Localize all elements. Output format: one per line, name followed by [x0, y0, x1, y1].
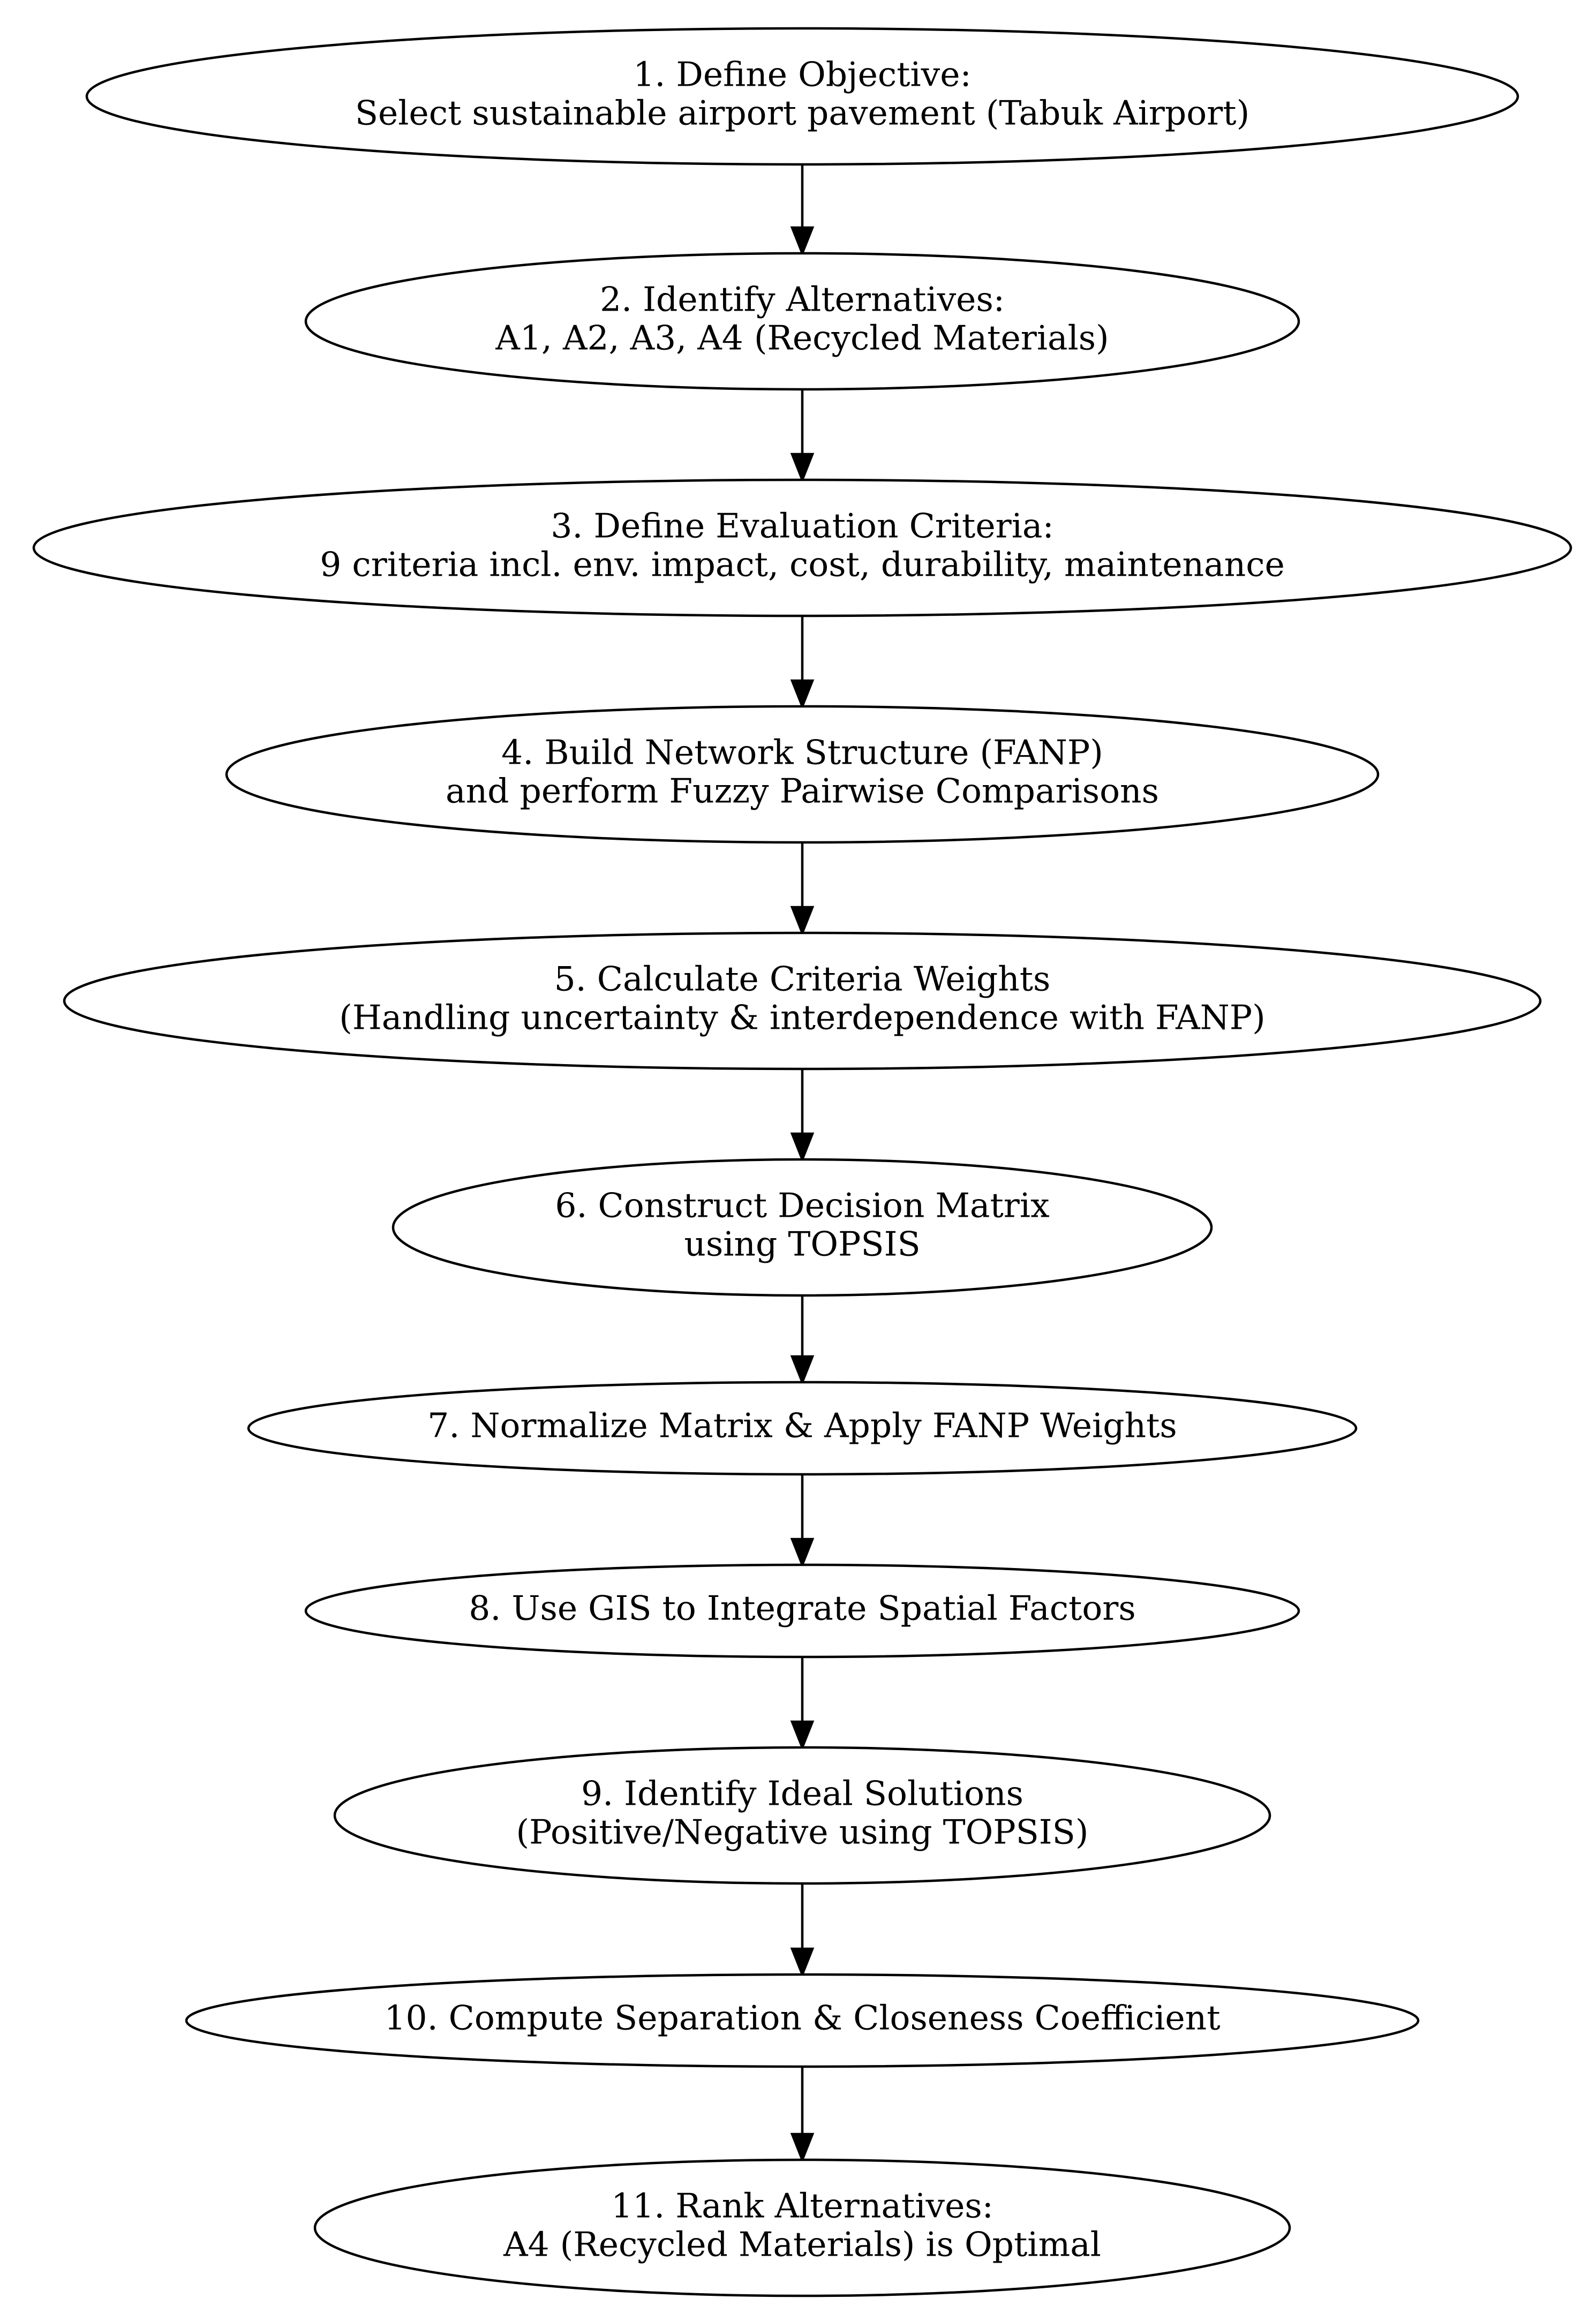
flow-node-10: 10. Compute Separation & Closeness Coeff…: [185, 1973, 1420, 2068]
flow-arrow-7: [790, 1474, 815, 1569]
flow-node-7-line-1: 7. Normalize Matrix & Apply FANP Weights: [427, 1406, 1177, 1445]
flow-node-11: 11. Rank Alternatives:A4 (Recycled Mater…: [313, 2158, 1291, 2297]
flow-node-11-ellipse: [313, 2158, 1291, 2297]
flow-arrow-10-head: [790, 2132, 815, 2164]
flow-arrow-8-head: [790, 1720, 815, 1751]
flow-node-5-ellipse: [63, 931, 1542, 1071]
flow-arrow-1-head: [790, 226, 815, 257]
flow-node-4-ellipse: [225, 705, 1380, 844]
flow-node-2-ellipse: [304, 252, 1300, 391]
flow-node-4-line-2: and perform Fuzzy Pairwise Comparisons: [446, 772, 1159, 811]
flow-node-1-line-2: Select sustainable airport pavement (Tab…: [355, 94, 1249, 133]
flow-arrow-10: [790, 2067, 815, 2164]
flow-node-5: 5. Calculate Criteria Weights(Handling u…: [63, 931, 1542, 1071]
flow-arrow-9: [790, 1883, 815, 1978]
flow-arrow-6-head: [790, 1355, 815, 1386]
flow-node-7: 7. Normalize Matrix & Apply FANP Weights: [247, 1381, 1358, 1476]
flow-node-6-line-2: using TOPSIS: [684, 1225, 920, 1264]
flow-node-8-ellipse: [304, 1563, 1300, 1659]
flow-arrow-9-head: [790, 1947, 815, 1978]
flow-node-1: 1. Define Objective:Select sustainable a…: [85, 27, 1519, 166]
flow-arrow-3: [790, 616, 815, 710]
flow-node-3-line-1: 3. Define Evaluation Criteria:: [551, 507, 1053, 546]
flow-node-1-line-1: 1. Define Objective:: [633, 55, 971, 94]
flow-node-10-line-1: 10. Compute Separation & Closeness Coeff…: [384, 1999, 1220, 2038]
flow-node-7-ellipse: [247, 1381, 1358, 1476]
flow-node-11-line-1: 11. Rank Alternatives:: [611, 2187, 993, 2226]
flow-node-3-line-2: 9 criteria incl. env. impact, cost, dura…: [320, 545, 1285, 584]
flow-node-2-line-1: 2. Identify Alternatives:: [600, 280, 1005, 319]
flow-node-6-line-1: 6. Construct Decision Matrix: [555, 1186, 1049, 1225]
flow-arrow-5: [790, 1069, 815, 1163]
flow-node-4-line-1: 4. Build Network Structure (FANP): [501, 733, 1103, 772]
flow-node-9-ellipse: [333, 1746, 1271, 1885]
flow-node-10-ellipse: [185, 1973, 1420, 2068]
flow-node-9: 9. Identify Ideal Solutions(Positive/Neg…: [333, 1746, 1271, 1885]
flow-node-3: 3. Define Evaluation Criteria:9 criteria…: [32, 478, 1572, 617]
flow-node-2: 2. Identify Alternatives:A1, A2, A3, A4 …: [304, 252, 1300, 391]
flow-arrow-7-head: [790, 1538, 815, 1569]
flow-node-9-line-1: 9. Identify Ideal Solutions: [581, 1774, 1023, 1813]
flow-arrow-4-head: [790, 906, 815, 937]
flow-node-6-ellipse: [392, 1158, 1213, 1297]
flow-node-8: 8. Use GIS to Integrate Spatial Factors: [304, 1563, 1300, 1659]
flow-arrow-4: [790, 842, 815, 937]
flow-node-8-line-1: 8. Use GIS to Integrate Spatial Factors: [469, 1589, 1135, 1628]
nodes-layer: 1. Define Objective:Select sustainable a…: [32, 27, 1572, 2297]
flow-node-4: 4. Build Network Structure (FANP)and per…: [225, 705, 1380, 844]
flow-arrow-1: [790, 164, 815, 257]
flow-arrow-5-head: [790, 1132, 815, 1163]
flow-node-5-line-2: (Handling uncertainty & interdependence …: [339, 998, 1266, 1037]
flow-arrow-8: [790, 1657, 815, 1751]
flow-node-2-line-2: A1, A2, A3, A4 (Recycled Materials): [495, 319, 1109, 358]
flow-arrow-6: [790, 1295, 815, 1386]
flow-node-9-line-2: (Positive/Negative using TOPSIS): [516, 1813, 1089, 1852]
flow-arrow-3-head: [790, 679, 815, 710]
flow-arrow-2-head: [790, 453, 815, 484]
flow-node-5-line-1: 5. Calculate Criteria Weights: [554, 960, 1051, 999]
edges-layer: [790, 164, 815, 2164]
flow-node-1-ellipse: [85, 27, 1519, 166]
flow-arrow-2: [790, 389, 815, 484]
flow-node-11-line-2: A4 (Recycled Materials) is Optimal: [503, 2225, 1101, 2264]
flow-node-3-ellipse: [32, 478, 1572, 617]
